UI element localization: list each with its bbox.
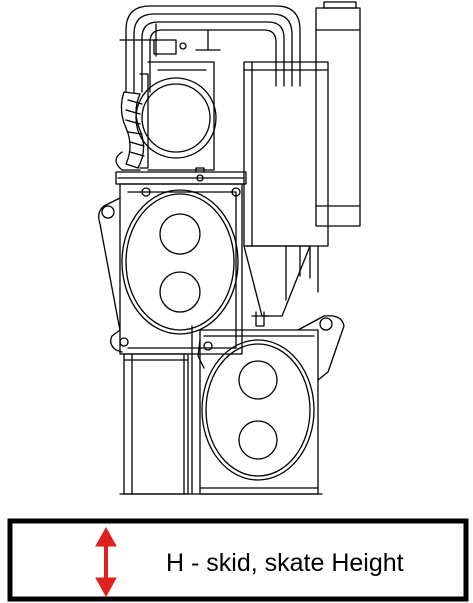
lower-left-column — [123, 325, 193, 495]
skid-box — [7, 518, 469, 602]
lower-engine-block — [197, 315, 345, 495]
upper-engine-block — [98, 183, 243, 355]
exhaust-pipe-loop — [119, 5, 301, 93]
funnel-connector — [243, 245, 319, 327]
flexible-hose — [115, 91, 145, 171]
turbocharger — [135, 61, 217, 171]
skid-height-label: H - skid, skate Height — [166, 549, 404, 577]
height-arrow-icon — [95, 526, 117, 598]
air-filter-box — [315, 1, 361, 227]
